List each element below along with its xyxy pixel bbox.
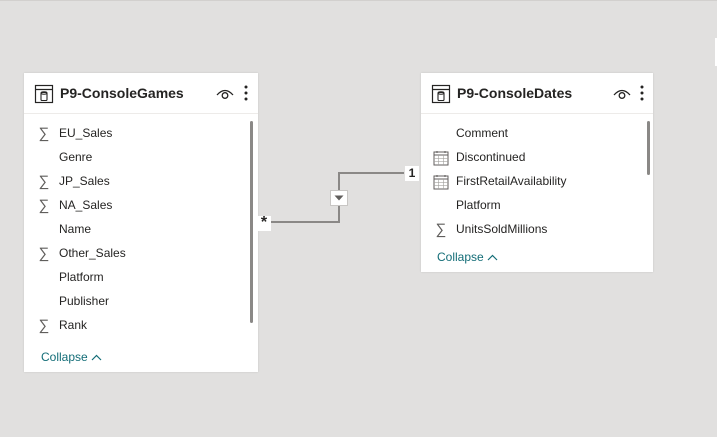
cardinality-many-label: * [257,215,271,231]
table-card-header[interactable]: P9-ConsoleGames [24,73,258,114]
field-name: JP_Sales [59,174,110,188]
field-name: UnitsSoldMillions [456,222,548,236]
more-options-icon[interactable] [639,84,645,102]
field-row[interactable]: ∑ Rank [24,313,246,337]
table-title: P9-ConsoleGames [60,85,184,101]
collapse-button[interactable]: Collapse [437,250,498,264]
field-name: Other_Sales [59,246,126,260]
eye-icon[interactable] [613,88,631,100]
sigma-icon: ∑ [435,221,447,238]
chevron-up-icon [487,254,498,261]
field-list: ∑ EU_Sales Genre ∑ JP_Sales ∑ NA_Sales N… [24,121,258,337]
table-title: P9-ConsoleDates [457,85,573,101]
sigma-icon: ∑ [38,245,50,262]
field-row[interactable]: ∑ EU_Sales [24,121,246,145]
field-row[interactable]: ∑ NA_Sales [24,193,246,217]
field-row[interactable]: Platform [24,265,246,289]
eye-icon[interactable] [216,88,234,100]
triangle-down-icon [334,195,344,201]
canvas-edge-marker [715,38,717,66]
field-row[interactable]: FirstRetailAvailability [421,169,641,193]
field-name: NA_Sales [59,198,113,212]
collapse-button[interactable]: Collapse [41,350,102,364]
field-list: Comment Discontinued [421,121,653,241]
table-card-consoledates[interactable]: P9-ConsoleDates Comment D [421,73,653,272]
field-row[interactable]: ∑ Other_Sales [24,241,246,265]
field-name: FirstRetailAvailability [456,174,567,188]
scrollbar-thumb[interactable] [250,121,253,323]
table-icon [431,84,451,104]
field-row[interactable]: Name [24,217,246,241]
calendar-icon [433,151,449,166]
field-row[interactable]: Comment [421,121,641,145]
chevron-up-icon [91,354,102,361]
field-name: Name [59,222,92,236]
field-name: EU_Sales [59,126,113,140]
sigma-icon: ∑ [38,317,50,334]
sigma-icon: ∑ [38,173,50,190]
field-row[interactable]: Genre [24,145,246,169]
field-name: Genre [59,150,93,164]
canvas-top-border [0,0,717,1]
table-card-consolegames[interactable]: P9-ConsoleGames ∑ EU_Sales Genre ∑ JP_Sa… [24,73,258,372]
cross-filter-direction-button[interactable] [330,190,348,206]
scrollbar-thumb[interactable] [647,121,650,175]
field-row[interactable]: Platform [421,193,641,217]
calendar-icon [433,175,449,190]
field-name: Rank [59,318,88,332]
field-row[interactable]: ∑ UnitsSoldMillions [421,217,641,241]
field-name: Platform [59,270,104,284]
field-row[interactable]: Discontinued [421,145,641,169]
collapse-label: Collapse [437,250,484,264]
field-row[interactable]: Publisher [24,289,246,313]
table-icon [34,84,54,104]
field-name: Publisher [59,294,110,308]
sigma-icon: ∑ [38,125,50,142]
field-name: Comment [456,126,509,140]
more-options-icon[interactable] [243,84,249,102]
sigma-icon: ∑ [38,197,50,214]
cardinality-one-label: 1 [405,166,419,181]
field-name: Discontinued [456,150,526,164]
collapse-label: Collapse [41,350,88,364]
field-row[interactable]: ∑ JP_Sales [24,169,246,193]
table-card-header[interactable]: P9-ConsoleDates [421,73,653,114]
field-name: Platform [456,198,501,212]
